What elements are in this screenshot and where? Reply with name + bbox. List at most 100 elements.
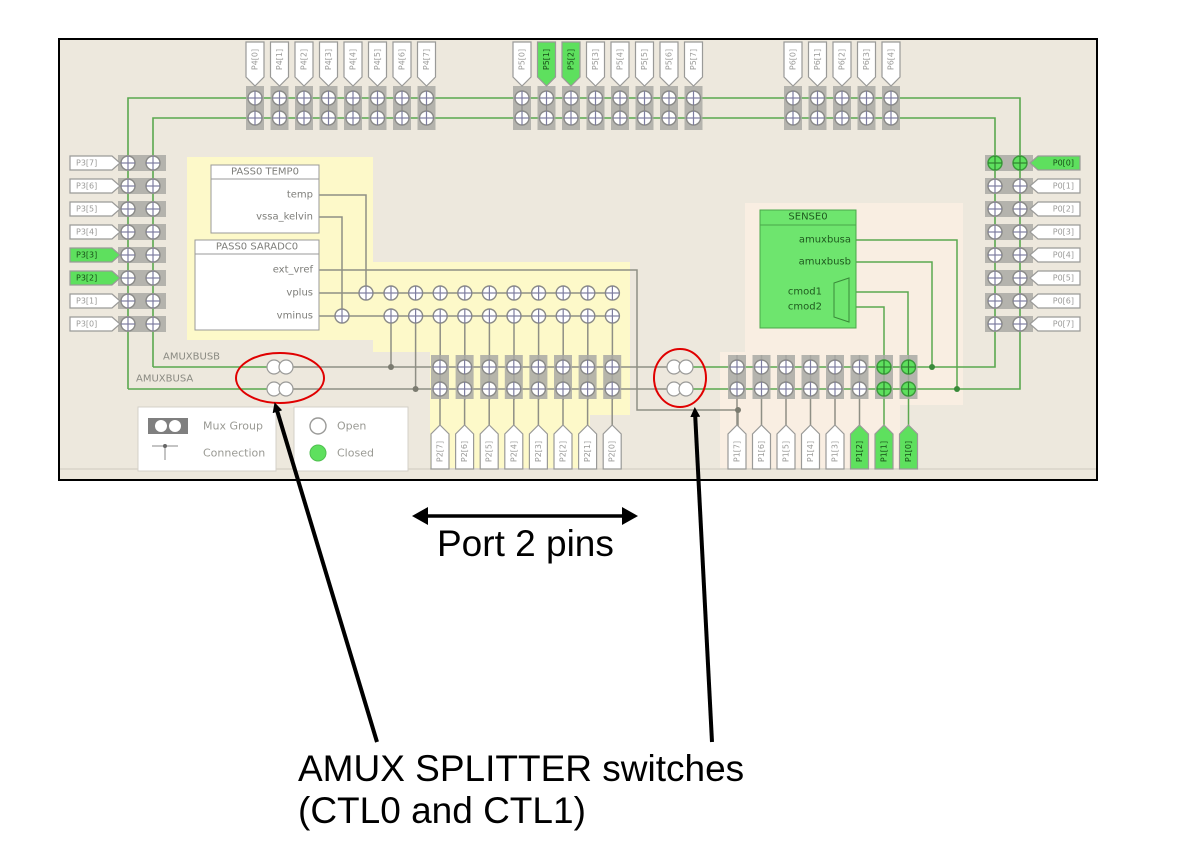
switch-p14-b[interactable] bbox=[802, 359, 819, 375]
pin-p41[interactable]: P4[1] bbox=[269, 41, 290, 87]
pin-p06[interactable]: P0[6] bbox=[1029, 293, 1081, 309]
switch-p22-a[interactable] bbox=[555, 381, 571, 397]
switch-p52-b[interactable] bbox=[563, 110, 579, 126]
switch-sar-vminus-4[interactable] bbox=[481, 308, 498, 324]
switch-p13-b[interactable] bbox=[827, 359, 843, 375]
pin-p54[interactable]: P5[4] bbox=[610, 41, 630, 87]
switch-p55-b[interactable] bbox=[636, 110, 653, 126]
switch-p63-a[interactable] bbox=[858, 90, 875, 106]
pin-p60[interactable]: P6[0] bbox=[783, 41, 803, 87]
switch-p50-b[interactable] bbox=[514, 110, 530, 126]
amux-splitter-ctl0[interactable] bbox=[266, 359, 294, 397]
switch-p56-b[interactable] bbox=[661, 110, 677, 126]
switch-sar-vplus-5[interactable] bbox=[506, 285, 522, 301]
switch-sar-vminus-9[interactable] bbox=[604, 308, 621, 324]
switch-p05-b[interactable] bbox=[987, 270, 1003, 286]
switch-p02-a[interactable] bbox=[1012, 201, 1028, 217]
switch-p26-a[interactable] bbox=[456, 381, 473, 397]
switch-p30-a[interactable] bbox=[120, 316, 136, 332]
switch-p12-a[interactable] bbox=[851, 381, 868, 397]
switch-p41-b[interactable] bbox=[271, 110, 288, 126]
pin-p21[interactable]: P2[1] bbox=[577, 424, 598, 470]
switch-p17-b[interactable] bbox=[729, 359, 745, 375]
switch-sar-vplus-8[interactable] bbox=[580, 285, 596, 301]
switch-p46-b[interactable] bbox=[394, 110, 410, 126]
pin-p56[interactable]: P5[6] bbox=[659, 41, 679, 87]
switch-p45-b[interactable] bbox=[369, 110, 386, 126]
pin-p61[interactable]: P6[1] bbox=[807, 41, 828, 87]
switch-p30-b[interactable] bbox=[145, 316, 161, 332]
switch-p42-b[interactable] bbox=[296, 110, 312, 126]
pin-p37[interactable]: P3[7] bbox=[69, 155, 121, 171]
switch-p03-a[interactable] bbox=[1012, 224, 1028, 240]
pin-p47[interactable]: P4[7] bbox=[416, 41, 437, 87]
pin-p33[interactable]: P3[3] bbox=[69, 247, 121, 263]
switch-p35-a[interactable] bbox=[120, 201, 136, 217]
pin-p53[interactable]: P5[3] bbox=[585, 41, 606, 87]
switch-p37-a[interactable] bbox=[120, 155, 136, 171]
pin-p10[interactable]: P1[0] bbox=[898, 424, 919, 470]
pin-p34[interactable]: P3[4] bbox=[69, 224, 121, 240]
switch-p22-b[interactable] bbox=[555, 359, 571, 375]
switch-sar-vplus-7[interactable] bbox=[555, 285, 571, 301]
pin-p36[interactable]: P3[6] bbox=[69, 178, 121, 194]
switch-p61-a[interactable] bbox=[809, 90, 826, 106]
switch-p40-b[interactable] bbox=[247, 110, 263, 126]
switch-p32-b[interactable] bbox=[145, 270, 161, 286]
switch-p33-a[interactable] bbox=[120, 247, 136, 263]
pin-p40[interactable]: P4[0] bbox=[245, 41, 265, 87]
switch-p46-a[interactable] bbox=[394, 90, 410, 106]
pin-p50[interactable]: P5[0] bbox=[512, 41, 532, 87]
pin-p52[interactable]: P5[2] bbox=[561, 41, 581, 87]
switch-p54-b[interactable] bbox=[612, 110, 628, 126]
switch-sar-vminus-5[interactable] bbox=[506, 308, 522, 324]
switch-sar-vplus-4[interactable] bbox=[481, 285, 498, 301]
switch-p13-a[interactable] bbox=[827, 381, 843, 397]
switch-sar-vminus-3[interactable] bbox=[457, 308, 473, 324]
pin-p42[interactable]: P4[2] bbox=[294, 41, 314, 87]
pin-p62[interactable]: P6[2] bbox=[832, 41, 852, 87]
switch-p27-b[interactable] bbox=[432, 359, 448, 375]
pin-p24[interactable]: P2[4] bbox=[504, 424, 524, 470]
switch-p04-a[interactable] bbox=[1012, 247, 1028, 263]
switch-p44-a[interactable] bbox=[345, 90, 361, 106]
switch-p06-a[interactable] bbox=[1012, 293, 1028, 309]
switch-p36-b[interactable] bbox=[145, 178, 161, 194]
switch-p21-a[interactable] bbox=[579, 381, 596, 397]
switch-p61-b[interactable] bbox=[809, 110, 826, 126]
switch-p51-a[interactable] bbox=[538, 90, 555, 106]
switch-p24-a[interactable] bbox=[506, 381, 522, 397]
switch-p51-b[interactable] bbox=[538, 110, 555, 126]
pin-p64[interactable]: P6[4] bbox=[881, 41, 901, 87]
pin-p01[interactable]: P0[1] bbox=[1029, 178, 1081, 194]
switch-p62-a[interactable] bbox=[834, 90, 850, 106]
pin-p17[interactable]: P1[7] bbox=[727, 424, 747, 470]
pin-p63[interactable]: P6[3] bbox=[856, 41, 877, 87]
pin-p25[interactable]: P2[5] bbox=[479, 424, 499, 470]
pin-p55[interactable]: P5[5] bbox=[634, 41, 655, 87]
switch-p12-b[interactable] bbox=[851, 359, 868, 375]
switch-p42-a[interactable] bbox=[296, 90, 312, 106]
switch-p01-a[interactable] bbox=[1012, 178, 1028, 194]
switch-p11-a[interactable] bbox=[876, 381, 892, 397]
switch-sar-vplus-6[interactable] bbox=[530, 285, 547, 301]
switch-p17-a[interactable] bbox=[729, 381, 745, 397]
switch-p00-a[interactable] bbox=[1012, 155, 1028, 171]
switch-sar-vminus-0[interactable] bbox=[383, 308, 399, 324]
switch-p53-a[interactable] bbox=[587, 90, 604, 106]
switch-p63-b[interactable] bbox=[858, 110, 875, 126]
switch-sar-vminus-2[interactable] bbox=[432, 308, 448, 324]
pin-p11[interactable]: P1[1] bbox=[874, 424, 894, 470]
pin-p15[interactable]: P1[5] bbox=[776, 424, 796, 470]
pin-p30[interactable]: P3[0] bbox=[69, 316, 121, 332]
switch-p56-a[interactable] bbox=[661, 90, 677, 106]
switch-sar-vminus-8[interactable] bbox=[580, 308, 596, 324]
switch-p11-b[interactable] bbox=[876, 359, 892, 375]
amux-splitter-ctl1[interactable] bbox=[666, 359, 694, 397]
switch-p53-b[interactable] bbox=[587, 110, 604, 126]
switch-sar-vminus-6[interactable] bbox=[530, 308, 547, 324]
pin-p27[interactable]: P2[7] bbox=[430, 424, 450, 470]
switch-p57-b[interactable] bbox=[685, 110, 702, 126]
switch-p43-a[interactable] bbox=[320, 90, 337, 106]
switch-p20-b[interactable] bbox=[604, 359, 620, 375]
